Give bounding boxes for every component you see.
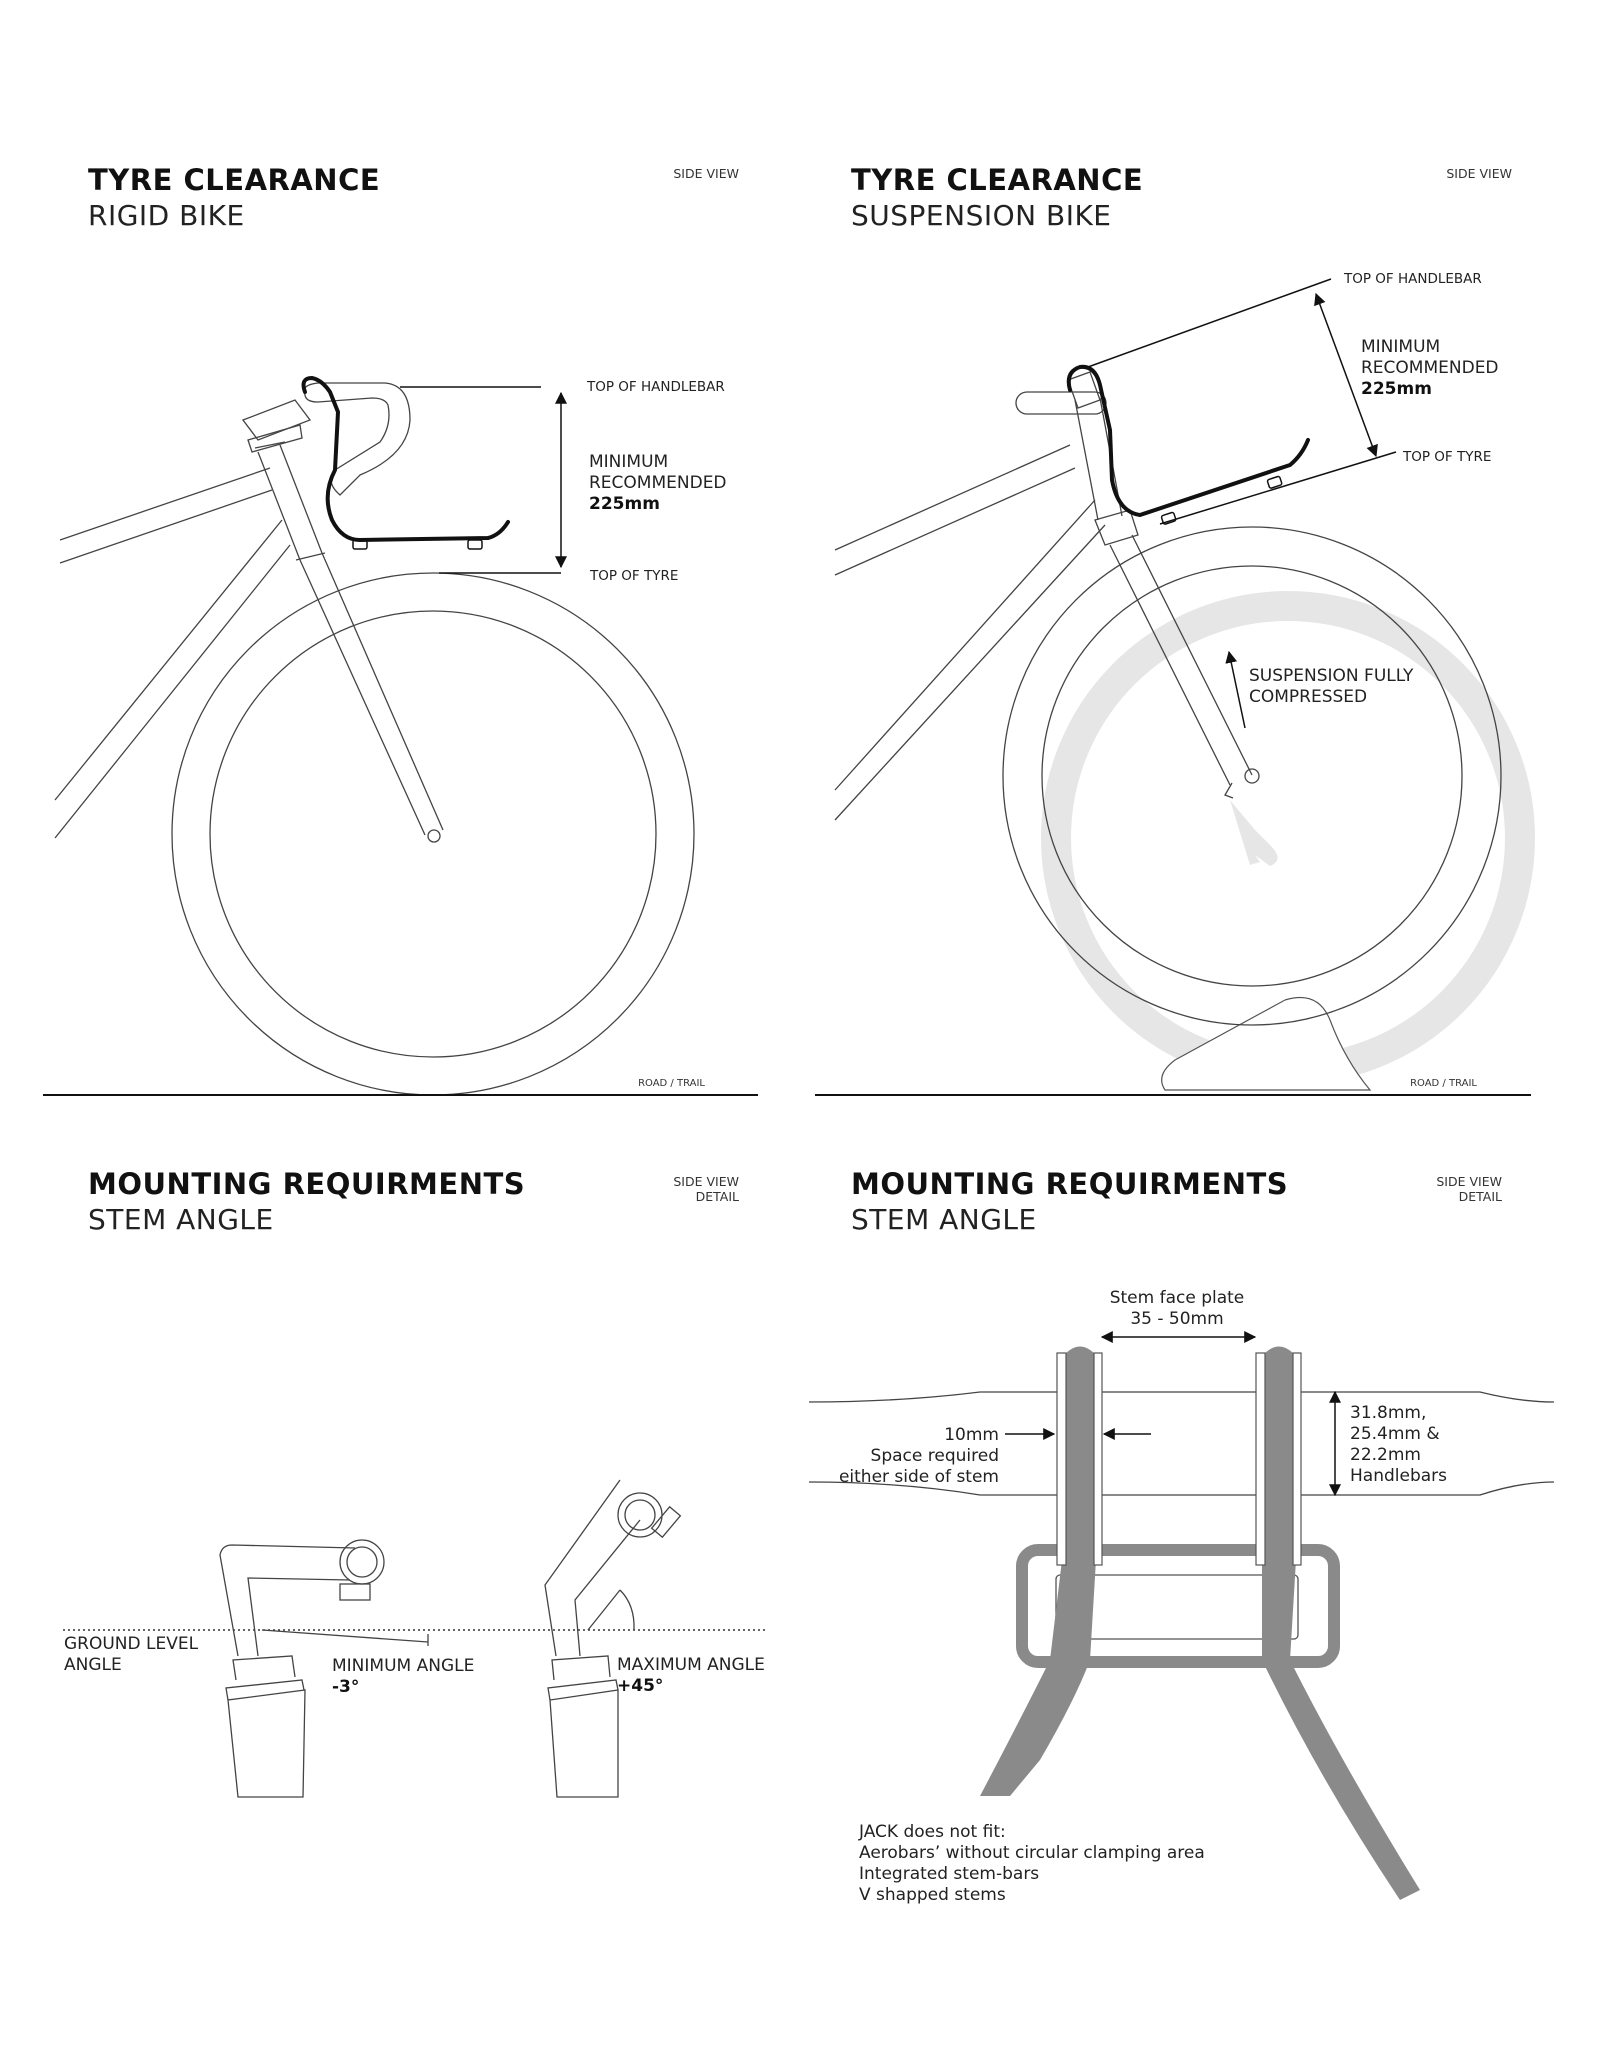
faceplate-right-outer <box>1255 1352 1266 1566</box>
top-handlebar-label: TOP OF HANDLEBAR <box>1343 271 1482 287</box>
compressed-label-1: SUSPENSION FULLY <box>1249 666 1414 686</box>
panel-subtitle: RIGID BIKE <box>88 199 245 232</box>
not-fit-item: Integrated stem-bars <box>859 1864 1039 1884</box>
panel-subtitle: SUSPENSION BIKE <box>851 199 1112 232</box>
stem-body <box>219 1544 356 1657</box>
stem-arm-right <box>1262 1346 1420 1900</box>
stem-arm-left <box>980 1346 1096 1796</box>
view-label-1: SIDE VIEW <box>673 1174 739 1189</box>
fork <box>299 552 444 836</box>
stem <box>241 399 312 441</box>
hub <box>1244 768 1260 784</box>
ground-level-label-2: ANGLE <box>64 1655 122 1675</box>
compression-arrow <box>1225 650 1246 729</box>
clearance-dimension-arrow <box>1314 292 1378 458</box>
minimum-angle-marker <box>261 1629 429 1646</box>
minimum-angle-label: MINIMUM ANGLE <box>332 1656 474 1676</box>
compressed-label-2: COMPRESSED <box>1249 687 1367 707</box>
stem-minimum-angle <box>219 1539 429 1798</box>
panel-stem-detail: MOUNTING REQUIRMENTS STEM ANGLE SIDE VIE… <box>808 1167 1555 1905</box>
stem-top-view-drawing <box>808 1346 1555 1900</box>
compressed-tyre-contact <box>1161 996 1372 1091</box>
hub <box>427 829 441 843</box>
maximum-angle-label: MAXIMUM ANGLE <box>617 1655 765 1675</box>
bar-size-label-1: 31.8mm, <box>1350 1403 1426 1423</box>
min-value: 225mm <box>589 494 660 514</box>
view-label-1: SIDE VIEW <box>1436 1174 1502 1189</box>
panel-title: MOUNTING REQUIRMENTS <box>88 1167 525 1201</box>
fork <box>1109 534 1253 786</box>
bag-mount-bracket <box>301 376 510 542</box>
min-label-1: MINIMUM <box>1361 337 1440 357</box>
steerer-tube <box>549 1689 619 1798</box>
space-label-2: Space required <box>871 1446 999 1466</box>
min-value: 225mm <box>1361 379 1432 399</box>
bar-size-label-4: Handlebars <box>1350 1466 1447 1486</box>
surface-label: ROAD / TRAIL <box>1410 1078 1477 1089</box>
front-tyre-outer <box>171 572 695 1096</box>
steerer-tube <box>227 1689 306 1798</box>
head-tube <box>254 441 326 561</box>
not-fit-title: JACK does not fit: <box>858 1822 1006 1842</box>
mount-bracket <box>1016 1544 1340 1668</box>
stem-body <box>544 1479 641 1657</box>
ground-level-label-1: GROUND LEVEL <box>64 1634 199 1654</box>
panel-rigid-bike: TYRE CLEARANCE RIGID BIKE SIDE VIEW <box>43 163 758 1096</box>
surface-label: ROAD / TRAIL <box>638 1078 705 1089</box>
front-rim <box>1041 565 1463 987</box>
down-tube <box>834 499 1106 821</box>
stem-maximum-angle <box>544 1479 682 1798</box>
stem-clamp-block <box>1055 1574 1299 1640</box>
faceplate-label-2: 35 - 50mm <box>1130 1309 1223 1329</box>
front-rim <box>209 610 657 1058</box>
handlebar-top-edge <box>808 1391 1555 1403</box>
panel-title: TYRE CLEARANCE <box>88 163 380 197</box>
panel-subtitle: STEM ANGLE <box>851 1203 1037 1236</box>
down-tube <box>54 519 291 839</box>
faceplate-left-outer <box>1056 1352 1067 1566</box>
min-label-2: RECOMMENDED <box>589 473 727 493</box>
panel-stem-angle: MOUNTING REQUIRMENTS STEM ANGLE SIDE VIE… <box>63 1167 768 1798</box>
suspension-crown <box>1094 509 1139 546</box>
minimum-angle-value: -3° <box>332 1677 359 1697</box>
front-tyre-outer <box>1002 526 1502 1026</box>
top-tube <box>59 467 273 564</box>
head-tube <box>1074 397 1123 521</box>
compressed-fork-ghost <box>1230 800 1278 866</box>
panel-title: MOUNTING REQUIRMENTS <box>851 1167 1288 1201</box>
space-label-1: 10mm <box>944 1425 999 1445</box>
view-label: SIDE VIEW <box>1446 166 1512 181</box>
top-tyre-label: TOP OF TYRE <box>589 568 678 584</box>
view-label: SIDE VIEW <box>673 166 739 181</box>
maximum-angle-value: +45° <box>617 1676 663 1696</box>
min-label-1: MINIMUM <box>589 452 668 472</box>
bag-mount-bracket <box>1066 364 1310 517</box>
min-label-2: RECOMMENDED <box>1361 358 1499 378</box>
view-label-2: DETAIL <box>1459 1189 1502 1204</box>
suspension-bike-drawing <box>834 364 1535 1091</box>
bar-size-label-2: 25.4mm & <box>1350 1424 1440 1444</box>
panel-title: TYRE CLEARANCE <box>851 163 1143 197</box>
view-label-2: DETAIL <box>696 1189 739 1204</box>
top-tyre-label: TOP OF TYRE <box>1402 449 1491 465</box>
bar-size-label-3: 22.2mm <box>1350 1445 1421 1465</box>
space-label-3: either side of stem <box>839 1467 999 1487</box>
not-fit-item: V shapped stems <box>859 1885 1006 1905</box>
handlebar-reference-line <box>1087 278 1332 368</box>
stem <box>1067 371 1101 409</box>
panel-subtitle: STEM ANGLE <box>88 1203 274 1236</box>
handlebar-bottom-edge <box>808 1481 1555 1496</box>
tyre-reference-line <box>1159 451 1397 525</box>
handlebar-drop <box>303 382 411 496</box>
top-handlebar-label: TOP OF HANDLEBAR <box>586 379 725 395</box>
not-fit-item: Aerobars’ without circular clamping area <box>859 1843 1205 1863</box>
maximum-angle-marker <box>587 1589 635 1631</box>
faceplate-label-1: Stem face plate <box>1110 1288 1245 1308</box>
top-tube <box>834 444 1076 576</box>
panel-suspension-bike: TYRE CLEARANCE SUSPENSION BIKE SIDE VIEW <box>815 163 1535 1096</box>
